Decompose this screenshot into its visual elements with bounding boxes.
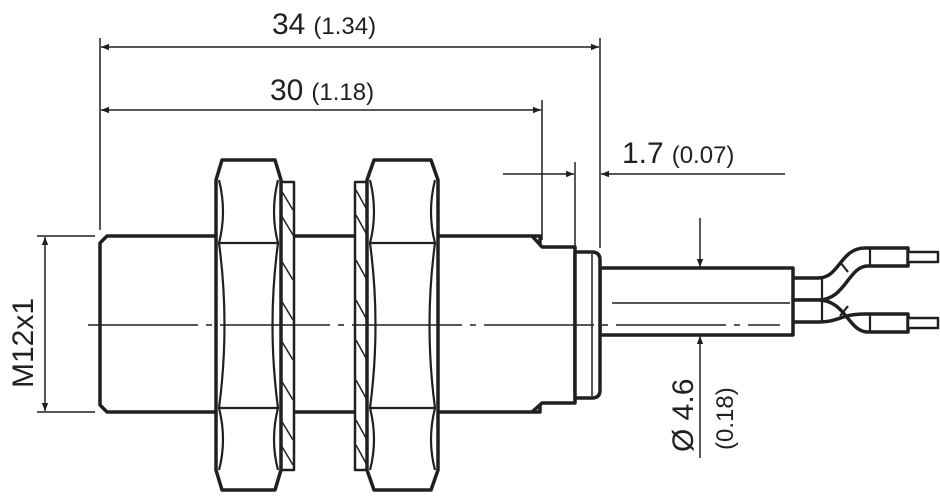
wire-top (788, 246, 940, 302)
sensor-body (98, 234, 542, 414)
dim-overall-label: 34(1.34) (272, 8, 376, 41)
dim-body-label: 30(1.18) (270, 74, 374, 107)
body-step (530, 234, 577, 414)
extension-lines (37, 38, 601, 413)
dim-thread-label: M12x1 (7, 298, 40, 388)
cable (598, 266, 795, 337)
dim-cable-inch-label: (0.18) (712, 387, 739, 450)
dim-cap-label: 1.7(0.07) (622, 137, 734, 170)
dim-cable-label: Ø 4.6 (667, 379, 700, 452)
wire-bottom (788, 298, 940, 334)
